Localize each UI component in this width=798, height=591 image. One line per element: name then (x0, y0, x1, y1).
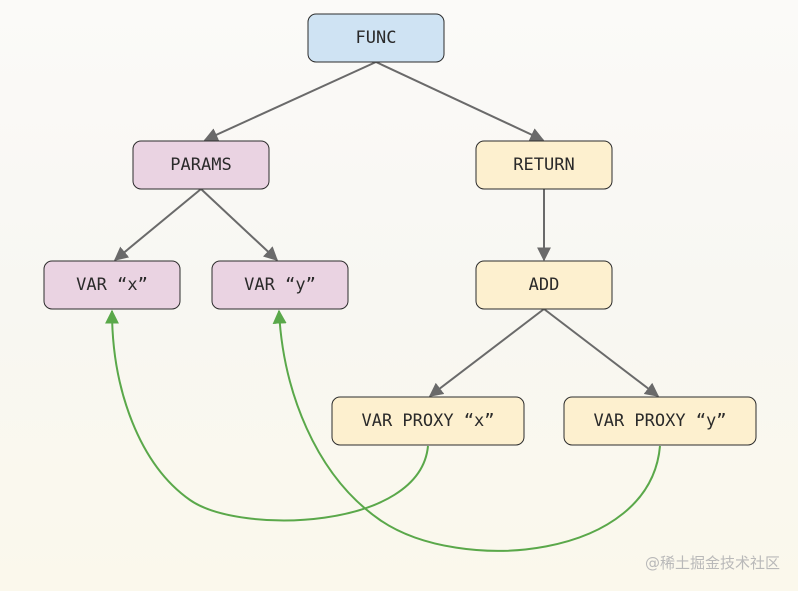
node-proxy-x: VAR PROXY “x” (331, 396, 525, 446)
node-var-x-label: VAR “x” (76, 275, 148, 295)
watermark: @稀土掘金技术社区 (644, 554, 780, 572)
ref-edge-proxy-y-to-var-y (272, 309, 661, 552)
node-func-label: FUNC (356, 28, 397, 48)
ref-edge-proxy-x-to-var-x (105, 309, 429, 522)
node-return: RETURN (475, 140, 613, 190)
edge-add-proxy-x (428, 308, 545, 397)
node-var-y: VAR “y” (211, 260, 349, 310)
node-var-y-label: VAR “y” (244, 275, 316, 295)
node-proxy-x-label: VAR PROXY “x” (361, 411, 494, 431)
node-proxy-y: VAR PROXY “y” (563, 396, 757, 446)
node-add-label: ADD (529, 275, 560, 295)
node-params: PARAMS (132, 140, 270, 190)
edge-func-params (203, 61, 377, 142)
edge-params-var-x (113, 188, 202, 261)
edge-func-return (375, 61, 545, 142)
node-var-x: VAR “x” (43, 260, 181, 310)
edge-params-var-y (200, 188, 279, 261)
node-func: FUNC (307, 13, 445, 63)
edge-add-proxy-y (543, 308, 660, 397)
node-proxy-y-label: VAR PROXY “y” (593, 411, 726, 431)
node-return-label: RETURN (513, 155, 574, 175)
node-add: ADD (475, 260, 613, 310)
node-params-label: PARAMS (170, 155, 231, 175)
